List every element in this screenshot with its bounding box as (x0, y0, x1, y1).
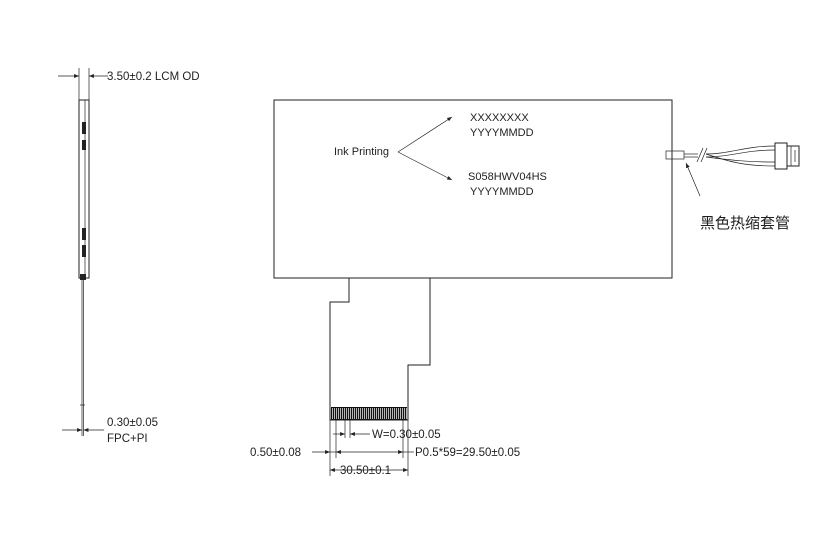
finger-gap (378, 408, 379, 419)
print-line-1a: XXXXXXXX (470, 112, 529, 124)
fpc-outline (329, 278, 431, 421)
connector-body (786, 145, 800, 167)
pad-width-label: W=0.30±0.05 (372, 429, 441, 441)
sleeve-leader-arrow (685, 162, 701, 197)
finger-gap (354, 408, 355, 419)
front-view: Ink Printing XXXXXXXX YYYYMMDD S058HWV04… (250, 99, 800, 477)
finger-gap (398, 408, 399, 419)
finger-gap (384, 408, 385, 419)
finger-gap (402, 408, 403, 419)
print-line-2a: S058HWV04HS (468, 171, 547, 183)
finger-gap (372, 408, 373, 419)
print-line-2b: YYYYMMDD (470, 186, 534, 198)
ink-arrow-upper (397, 116, 453, 153)
side-view: 3.50±0.2 LCM OD 0.30±0.05 FPC+PI (58, 68, 200, 445)
gold-finger-pads (331, 407, 407, 420)
finger-gap (404, 408, 405, 419)
finger-gap (358, 408, 359, 419)
fpc-thickness-label: 0.30±0.05 (107, 417, 158, 429)
ink-arrow-lower (397, 151, 453, 181)
finger-gap (364, 408, 365, 419)
offset-label: 0.50±0.08 (250, 447, 301, 459)
finger-gap (380, 408, 381, 419)
finger-gap (392, 408, 393, 419)
cable-wire (705, 145, 776, 155)
finger-gap (396, 408, 397, 419)
pitch-label: P0.5*59=29.50±0.05 (415, 447, 520, 459)
finger-gap (368, 408, 369, 419)
finger-gap (388, 408, 389, 419)
ink-printing-label: Ink Printing (334, 146, 389, 158)
finger-gap (352, 408, 353, 419)
break-mark (696, 147, 704, 163)
finger-area (331, 407, 407, 420)
finger-gap (386, 408, 387, 419)
finger-gap (332, 408, 333, 419)
finger-gap (406, 408, 407, 419)
heat-shrink-sleeve (665, 150, 685, 160)
finger-gap (400, 408, 401, 419)
finger-gap (356, 408, 357, 419)
side-bottom-mark (80, 274, 86, 280)
cable-wire (705, 156, 776, 163)
fpc-dimensions: W=0.30±0.05 0.50±0.08 P0.5*59=29.50±0.05… (250, 420, 520, 477)
cable-sleeve-label: 黑色热缩套管 (700, 214, 790, 232)
fpc-material-label: FPC+PI (107, 433, 148, 445)
lcm-outline (273, 99, 673, 279)
finger-gap (350, 408, 351, 419)
finger-gap (344, 408, 345, 419)
total-width-label: 30.50±0.1 (340, 465, 391, 477)
side-connector-mark (82, 122, 86, 134)
print-line-1b: YYYYMMDD (470, 127, 534, 139)
finger-gap (334, 408, 335, 419)
cable-wire (705, 153, 776, 167)
finger-gap (366, 408, 367, 419)
side-connector-mark (82, 245, 86, 257)
finger-gap (390, 408, 391, 419)
finger-gap (394, 408, 395, 419)
cable-assembly (665, 142, 800, 170)
break-mark (700, 147, 708, 163)
finger-gap (360, 408, 361, 419)
finger-gap (382, 408, 383, 419)
finger-gap (336, 408, 337, 419)
connector-housing (774, 142, 788, 170)
cable-wire (705, 149, 776, 158)
finger-gap (370, 408, 371, 419)
finger-gap (342, 408, 343, 419)
finger-gap (362, 408, 363, 419)
side-connector-mark (82, 228, 86, 240)
finger-gap (340, 408, 341, 419)
thickness-label: 3.50±0.2 LCM OD (107, 71, 200, 83)
finger-gap (338, 408, 339, 419)
finger-gap (376, 408, 377, 419)
side-connector-mark (82, 140, 86, 150)
finger-gap (348, 408, 349, 419)
finger-gap (374, 408, 375, 419)
finger-gap (346, 408, 347, 419)
